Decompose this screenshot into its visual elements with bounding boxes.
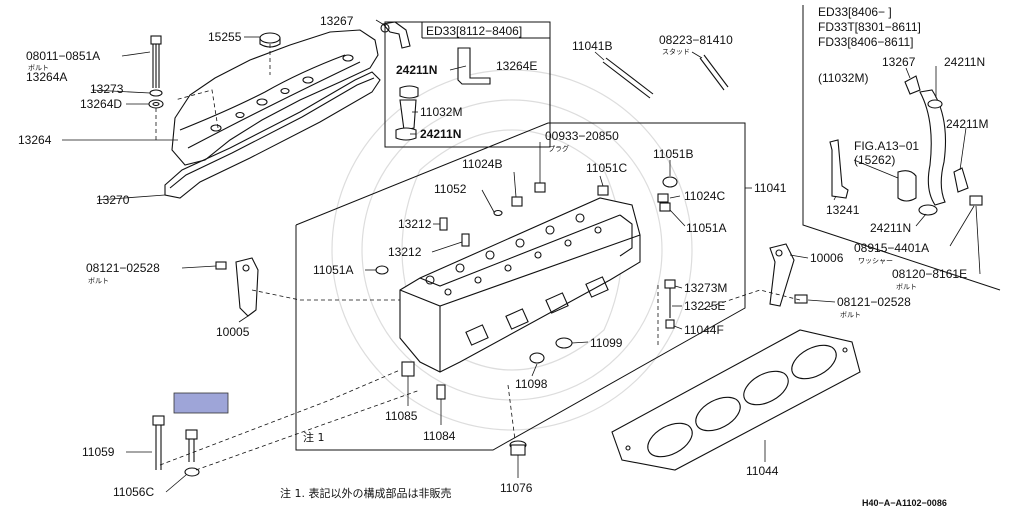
label-13267-inset[interactable]: 13267 — [882, 55, 916, 69]
label-bolt: ボルト — [28, 64, 49, 72]
label-fig-ref[interactable]: FIG.A13−01 — [854, 139, 919, 153]
inset-right-line3: FD33[8406−8611] — [818, 35, 914, 49]
leader-lines — [62, 19, 981, 493]
label-13273[interactable]: 13273 — [90, 82, 124, 96]
label-11059[interactable]: 11059 — [82, 445, 115, 459]
label-washer: ワッシャー — [858, 257, 893, 265]
label-11051a-left[interactable]: 11051A — [313, 263, 353, 277]
label-11084[interactable]: 11084 — [423, 429, 456, 443]
inset-top-title: ED33[8112−8406] — [426, 24, 522, 38]
label-11051c[interactable]: 11051C — [586, 161, 627, 175]
inset-right-line2: FD33T[8301−8611] — [818, 20, 921, 34]
label-11099[interactable]: 11099 — [590, 336, 623, 350]
label-00933-20850[interactable]: 00933−20850 — [545, 129, 619, 143]
label-11051b[interactable]: 11051B — [653, 147, 693, 161]
label-13273m[interactable]: 13273M — [684, 281, 727, 295]
dowel-pins[interactable] — [439, 217, 470, 247]
label-13264d[interactable]: 13264D — [80, 97, 122, 111]
label-11044f[interactable]: 11044F — [684, 323, 724, 337]
label-15255[interactable]: 15255 — [208, 30, 242, 44]
label-11051a-right[interactable]: 11051A — [686, 221, 726, 235]
label-08223-81410[interactable]: 08223−81410 — [659, 33, 733, 47]
valve-cover-gasket[interactable] — [164, 71, 381, 199]
label-10005[interactable]: 10005 — [216, 325, 250, 339]
engine-hanger-right[interactable] — [769, 243, 808, 307]
label-11024c[interactable]: 11024C — [684, 189, 725, 203]
label-13225e[interactable]: 13225E — [684, 299, 725, 313]
label-13212-a[interactable]: 13212 — [398, 217, 432, 231]
label-24211n-right-b[interactable]: 24211N — [870, 221, 911, 235]
part-labels: 08011−0851A ボルト 13264A 15255 13267 13273… — [18, 5, 988, 507]
label-11085[interactable]: 11085 — [385, 409, 418, 423]
cylinder-head[interactable] — [399, 197, 641, 373]
label-24211n-right-a[interactable]: 24211N — [944, 55, 985, 69]
label-08120-8161e[interactable]: 08120−8161E — [892, 267, 967, 281]
label-bolt: ボルト — [840, 311, 861, 319]
label-08011-0851a[interactable]: 08011−0851A — [26, 49, 100, 63]
label-note-ref: 注 1 — [303, 430, 325, 444]
label-11041b[interactable]: 11041B — [572, 39, 612, 53]
label-11032m-right[interactable]: (11032M) — [818, 71, 868, 85]
inset-ed33-early — [384, 21, 551, 148]
label-08121-02528-right[interactable]: 08121−02528 — [837, 295, 911, 309]
inset-ed33-late — [802, 5, 1001, 291]
label-bolt: ボルト — [896, 283, 917, 291]
head-gasket[interactable] — [611, 329, 861, 471]
engine-hanger-left[interactable] — [215, 257, 259, 317]
label-11041[interactable]: 11041 — [754, 181, 787, 195]
watermark-emblem — [331, 69, 693, 431]
label-13212-b[interactable]: 13212 — [388, 245, 422, 259]
label-bolt: ボルト — [88, 277, 109, 285]
diagram-code: H40−A−A1102−0086 — [862, 498, 947, 507]
exhaust-stud-nut[interactable] — [529, 337, 573, 364]
head-assembly-frame — [295, 122, 746, 451]
label-13267[interactable]: 13267 — [320, 14, 354, 28]
highlight-marker[interactable] — [173, 392, 229, 414]
label-11056c[interactable]: 11056C — [113, 485, 154, 499]
label-11044[interactable]: 11044 — [746, 464, 779, 478]
label-13264e[interactable]: 13264E — [496, 59, 537, 73]
label-08121-02528-left[interactable]: 08121−02528 — [86, 261, 160, 275]
label-24211n-inset-b[interactable]: 24211N — [420, 127, 461, 141]
cover-washers[interactable] — [148, 89, 164, 109]
label-stud: スタッド — [662, 47, 690, 56]
label-plug: プラグ — [548, 144, 569, 153]
label-13264a[interactable]: 13264A — [26, 70, 67, 84]
label-24211n-inset-a[interactable]: 24211N — [396, 63, 437, 77]
label-11024b[interactable]: 11024B — [462, 157, 502, 171]
head-plugs[interactable] — [375, 176, 678, 275]
head-bolts[interactable] — [152, 415, 200, 477]
inset-right-line1: ED33[8406− ] — [818, 5, 892, 19]
head-sleeves[interactable] — [401, 361, 527, 456]
label-24211m[interactable]: 24211M — [946, 117, 988, 131]
label-11032m-inset[interactable]: 11032M — [420, 105, 462, 119]
label-fig-sub: (15262) — [854, 153, 895, 167]
label-08915-4401a[interactable]: 08915−4401A — [854, 241, 929, 255]
label-11052[interactable]: 11052 — [434, 182, 467, 196]
label-13264[interactable]: 13264 — [18, 133, 52, 147]
footnote: 注 1. 表記以外の構成部品は非販売 — [280, 486, 452, 500]
label-13241[interactable]: 13241 — [826, 203, 860, 217]
label-13270[interactable]: 13270 — [96, 193, 130, 207]
water-outlet-bolts[interactable] — [664, 279, 676, 329]
cover-bolt[interactable] — [150, 35, 162, 88]
label-11098[interactable]: 11098 — [515, 377, 548, 391]
label-10006[interactable]: 10006 — [810, 251, 844, 265]
exhaust-studs[interactable] — [602, 54, 729, 99]
label-11076[interactable]: 11076 — [500, 481, 533, 495]
